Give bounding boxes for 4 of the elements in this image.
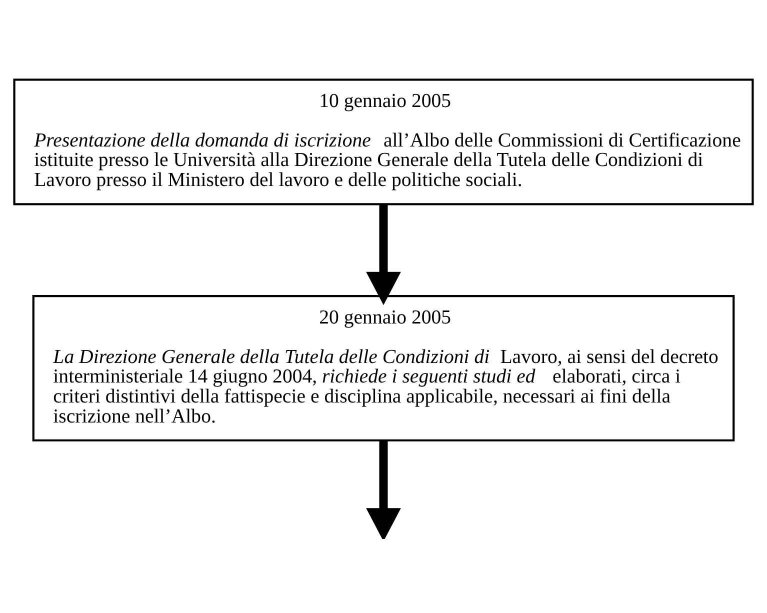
arrow <box>366 440 401 539</box>
arrow <box>366 204 401 306</box>
node-box: 20 gennaio 2005 La Direzione Generale della Tutela delle Condizioni di Lavoro, ai sensi del decreto interministeriale 14 giugno 2004, richiede i seguenti studi ed elaborati, circa i criteri distintivi della fattispecie e disciplina applicabile, necessari ai fini della iscrizione nell’Albo. <box>32 295 735 442</box>
node-box: 10 gennaio 2005 Presentazione della domanda di iscrizione all’Albo delle Commissioni di Certificazione istituite presso le Università alla Direzione Generale della Tutela delle Condizioni di Lavoro presso il Ministero del lavoro e delle politiche sociali. <box>13 78 754 206</box>
